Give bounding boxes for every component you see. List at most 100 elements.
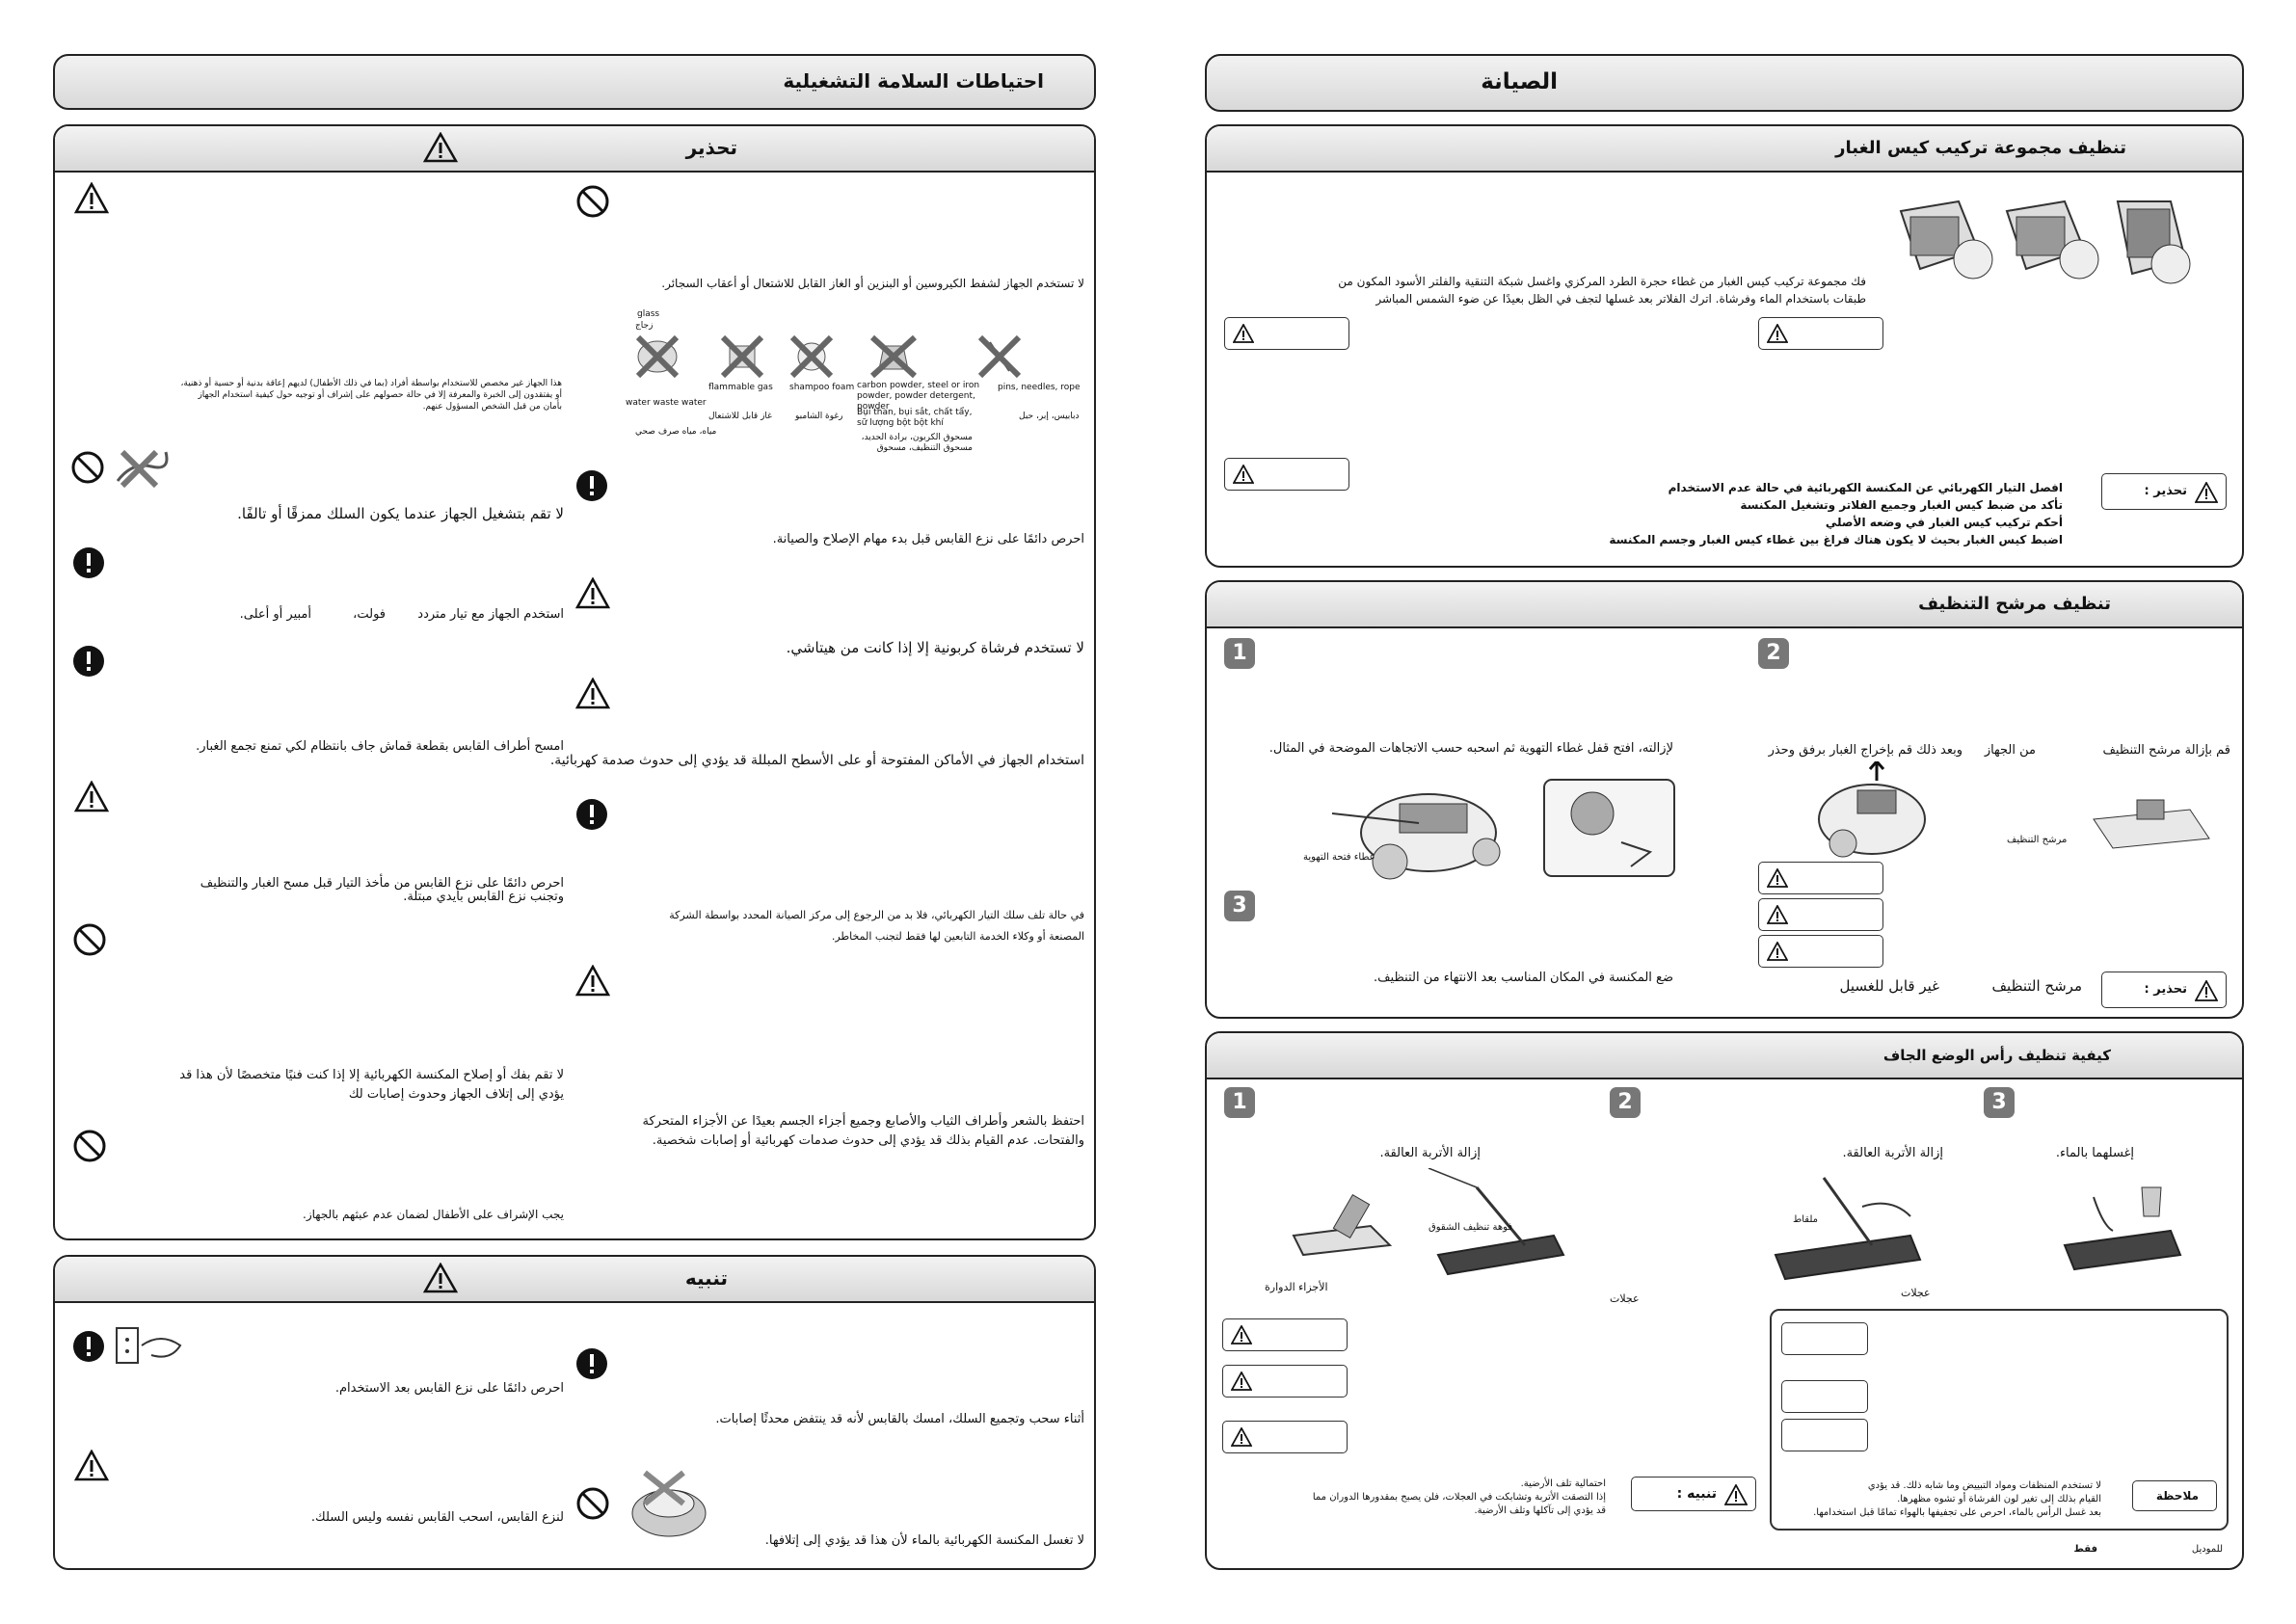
crevice-nozzle-label: فوهة تنظيف الشقوق xyxy=(1428,1222,1513,1233)
prohibited-icon xyxy=(576,1487,609,1520)
item-gas-en: flammable gas xyxy=(708,383,773,392)
note-placeholder-2 xyxy=(1781,1380,1868,1413)
warning-triangle-icon xyxy=(1231,1371,1252,1391)
vacuum-no-water-icon xyxy=(631,1470,707,1537)
prohibited-icon xyxy=(73,1130,106,1162)
dry-head-step1-illustration xyxy=(1292,1168,1565,1276)
warning-triangle-icon xyxy=(575,678,610,709)
filter-warn-label: تحذير : xyxy=(2144,982,2187,997)
item-gas-ar: غاز قابل للاشتعال xyxy=(708,412,772,421)
unplug-before-clean-2: وتجنب نزع القابس بأيدي مبتلة. xyxy=(403,890,564,904)
disability-text-2: أو يفتقدون إلى الخبرة والمعرفة إلا في حا… xyxy=(198,390,562,400)
caution-title: تنبيه xyxy=(684,1266,728,1290)
unplug-before-clean-1: احرص دائمًا على نزع القابس من مأخذ التيا… xyxy=(200,876,564,891)
mandatory-icon xyxy=(576,1348,607,1379)
item-shampoo-en: shampoo foam xyxy=(789,383,855,392)
drymode-caution-label: تنبيه : xyxy=(1676,1486,1717,1502)
filter-step2-c: وبعد ذلك قم بإخراج الغبار برفق وحذر xyxy=(1768,743,1962,758)
mandatory-icon xyxy=(73,646,104,677)
disassemble-text-1: لا تقم بفك أو إصلاح المكنسة الكهربائية إ… xyxy=(179,1068,564,1082)
damaged-cord-service-1: في حالة تلف سلك التيار الكهربائي، فلا بد… xyxy=(669,909,1084,921)
filter-step1-text: لإزالته، افتح قفل غطاء التهوية ثم اسحبه … xyxy=(1268,741,1673,756)
model-label-a: للموديل xyxy=(2191,1544,2223,1555)
drymode-header: كيفية تنظيف رأس الوضع الجاف xyxy=(1207,1033,2242,1079)
mandatory-icon xyxy=(73,1331,104,1362)
filter-warning-box-1 xyxy=(1758,862,1883,894)
mandatory-icon xyxy=(73,547,104,578)
maintenance-header: الصيانة xyxy=(1205,54,2244,112)
note-placeholder-3 xyxy=(1781,1419,1868,1451)
caution-unplug-after-use: احرص دائمًا على نزع القابس بعد الاستخدام… xyxy=(334,1381,564,1396)
drymode-caution-text-1: احتمالية تلف الأرضية. xyxy=(1520,1478,1606,1489)
dry-head-step3-illustration xyxy=(2063,1186,2182,1271)
filter-warn-label-box: تحذير : xyxy=(2101,972,2227,1008)
warning-triangle-icon xyxy=(575,965,610,997)
warning-triangle-icon xyxy=(1767,942,1788,961)
caution-header: تنبيه xyxy=(55,1257,1094,1303)
drymode-step3-text: إغسلهما بالماء. xyxy=(2055,1146,2134,1160)
step-number-2: 2 xyxy=(1610,1087,1641,1118)
warning-triangle-icon xyxy=(1231,1427,1252,1447)
note-label-box: ملاحظة xyxy=(2132,1480,2217,1511)
item-shampoo-ar: رغوة الشامبو xyxy=(795,412,843,421)
warning-triangle-icon xyxy=(74,1450,109,1481)
item-pins-ar: دبابيس، إبر، حبل xyxy=(1019,412,1080,421)
drymode-warning-box-3 xyxy=(1222,1421,1348,1453)
dustbag-warning-box-1 xyxy=(1224,317,1349,350)
drymode-step1-text: إزالة الأتربة العالقة. xyxy=(1379,1146,1481,1160)
note-label: ملاحظة xyxy=(2155,1489,2199,1503)
children-text: يجب الإشراف على الأطفال لضمان عدم عبثهم … xyxy=(303,1208,564,1221)
dustbag-bullet-2: تأكد من ضبط كيس الغبار وجميع الفلاتر وتش… xyxy=(1740,498,2063,512)
dustbag-bullet-1: افصل التيار الكهربائي عن المكنسة الكهربا… xyxy=(1668,481,2063,494)
step-number-1: 1 xyxy=(1224,1087,1255,1118)
ac-text-a: استخدم الجهاز مع تيار متردد xyxy=(417,607,564,622)
filter-removal-illustration xyxy=(1818,761,2210,858)
dustbag-desc-2: طبقات باستخدام الماء وفرشاة. اترك الفلات… xyxy=(1375,292,1866,306)
glass-label: glass xyxy=(637,309,660,319)
rotating-parts-label: الأجزاء الدوارة xyxy=(1265,1281,1328,1293)
filter-step2-a: قم بإزالة مرشح التنظيف xyxy=(2102,743,2230,758)
drymode-caution-text-2: إذا التصقت الأتربة وتشابكت في العجلات، ف… xyxy=(1312,1492,1606,1503)
mandatory-icon xyxy=(576,799,607,830)
prohibited-icon xyxy=(71,451,104,484)
wheels-label-2: عجلات xyxy=(1901,1287,1931,1299)
warning-triangle-icon xyxy=(2195,482,2218,503)
filter-header: تنظيف مرشح التنظيف xyxy=(1207,582,2242,628)
dustbag-desc-1: فك مجموعة تركيب كيس الغبار من غطاء حجرة … xyxy=(1338,275,1866,288)
drymode-caution-text-3: قد يؤدي إلى تآكلها وتلف الأرضية. xyxy=(1474,1505,1606,1516)
drymode-warning-box-2 xyxy=(1222,1365,1348,1398)
vent-cover-illustration xyxy=(1332,779,1675,880)
filter-panel: تنظيف مرشح التنظيف 1 2 لإزالته، افتح قفل… xyxy=(1205,580,2244,1019)
drymode-panel: كيفية تنظيف رأس الوضع الجاف 1 2 3 إزالة … xyxy=(1205,1031,2244,1570)
item-water-ar: مياه، مياه صرف صحي xyxy=(635,427,717,437)
disability-text-1: هذا الجهاز غير مخصص للاستخدام بواسطة أفر… xyxy=(180,379,562,388)
hair-text-1: احتفظ بالشعر وأطراف الثياب والأصابع وجمي… xyxy=(642,1114,1084,1129)
warning-panel: تحذير هذا الجهاز غير مخصص للاستخدام بواس… xyxy=(53,124,1096,1240)
damaged-cord-icon xyxy=(116,449,169,489)
warning-header: تحذير xyxy=(55,126,1094,173)
dustbag-warn-label: تحذير : xyxy=(2144,484,2187,498)
warning-triangle-icon xyxy=(423,1263,458,1293)
safety-header: احتياطات السلامة التشغيلية xyxy=(53,54,1096,110)
filter-warning-box-2 xyxy=(1758,898,1883,931)
warning-triangle-icon xyxy=(1233,324,1254,343)
step-number-3: 3 xyxy=(1224,891,1255,921)
warning-triangle-icon xyxy=(2195,980,2218,1001)
step-number-1: 1 xyxy=(1224,638,1255,669)
filter-label: مرشح التنظيف xyxy=(2007,835,2068,845)
warning-triangle-icon xyxy=(74,182,109,214)
filter-step3-text: ضع المكنسة في المكان المناسب بعد الانتها… xyxy=(1373,971,1673,985)
dustbag-warning-box-2 xyxy=(1758,317,1883,350)
caution-panel: تنبيه احرص دائمًا على نزع القابس بعد الا… xyxy=(53,1255,1096,1570)
filter-step2-b: من الجهاز xyxy=(1984,743,2036,758)
dustbag-warn-label-box: تحذير : xyxy=(2101,473,2227,510)
disability-text-3: بأمان من قبل الشخص المسؤول عنهم. xyxy=(422,402,562,412)
wheels-label-1: عجلات xyxy=(1610,1292,1640,1305)
warning-triangle-icon xyxy=(423,132,458,163)
caution-no-wash: لا تغسل المكنسة الكهربائية بالماء لأن هذ… xyxy=(764,1533,1084,1548)
dustbag-header: تنظيف مجموعة تركيب كيس الغبار xyxy=(1207,126,2242,173)
warning-triangle-icon xyxy=(1767,324,1788,343)
ac-text-b: فولت، xyxy=(353,607,386,622)
caution-cord-rewind: أثناء سحب وتجميع السلك، امسك بالقابس لأن… xyxy=(715,1412,1084,1426)
item-carbon-en: carbon powder, steel or iron powder, pow… xyxy=(857,381,980,412)
